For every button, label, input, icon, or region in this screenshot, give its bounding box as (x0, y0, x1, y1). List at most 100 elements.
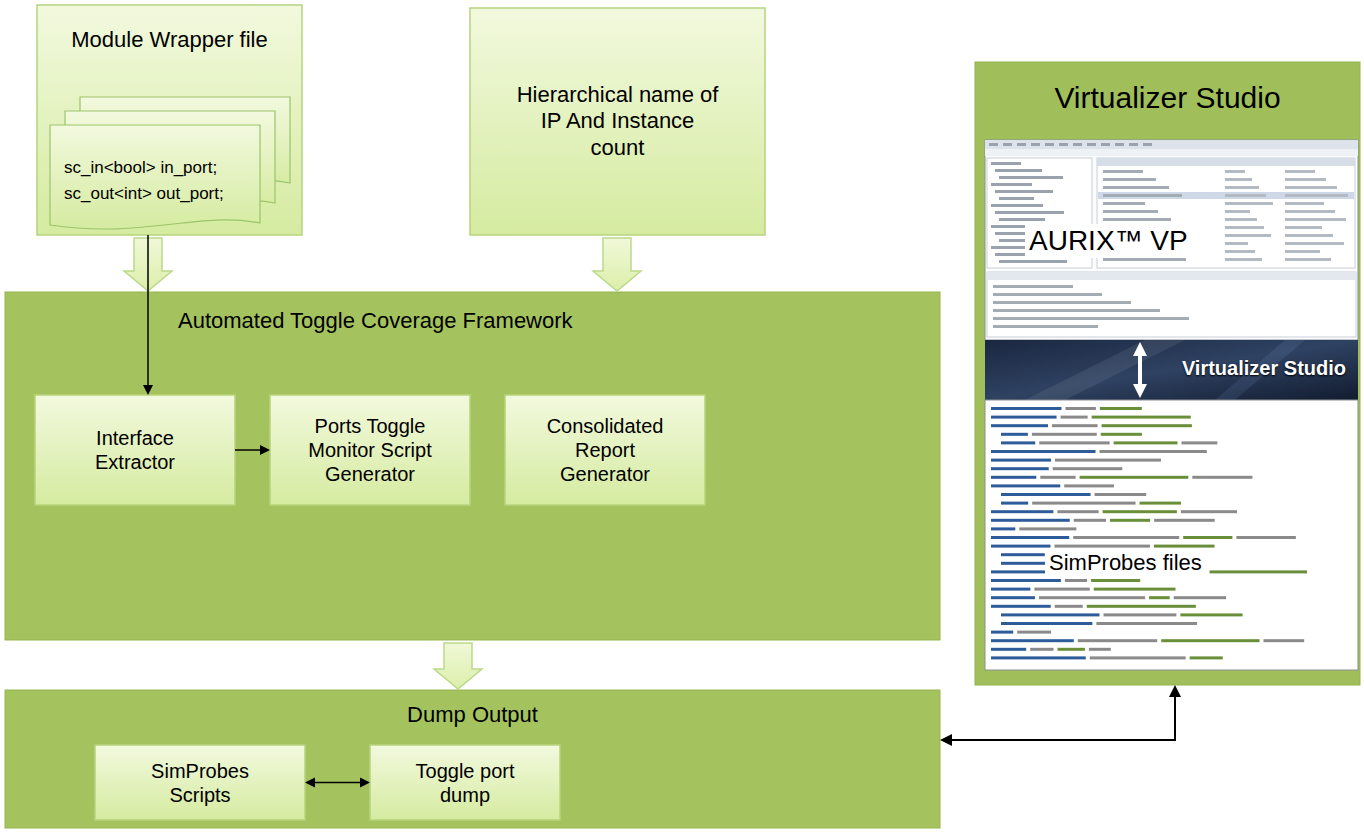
screen-detail (1045, 143, 1054, 146)
screen-detail (991, 579, 1061, 582)
screen-detail (991, 162, 1021, 165)
screen-detail (1001, 493, 1091, 496)
code-screenshot: SimProbes files (985, 400, 1358, 670)
screen-detail (1001, 622, 1092, 625)
screen-detail (1095, 493, 1147, 496)
screen-detail (1034, 588, 1089, 591)
screen-detail (1053, 467, 1123, 470)
screen-detail (1103, 186, 1169, 189)
screen-detail (1180, 613, 1242, 616)
screen-detail (1103, 210, 1158, 213)
screen-detail (991, 467, 1049, 470)
screen-detail (1091, 579, 1140, 582)
process-box: Toggle port dump (370, 745, 560, 820)
screen-detail (1101, 143, 1110, 146)
panel-fill (975, 62, 1360, 685)
screen-detail (1225, 186, 1259, 189)
arrow-head (940, 734, 952, 746)
screen-detail (1073, 143, 1082, 146)
screenshot-frame (985, 140, 1358, 340)
screen-detail (985, 140, 1358, 149)
band-fill (5, 690, 940, 828)
screen-detail (1285, 218, 1346, 221)
screen-detail (987, 272, 1356, 337)
screen-detail (1096, 622, 1197, 625)
screen-detail (1058, 648, 1085, 651)
screen-detail (1182, 441, 1218, 444)
screen-detail (1285, 234, 1333, 237)
node-fill (35, 395, 235, 505)
screen-detail (1115, 143, 1124, 146)
box-label: Toggle port dump (398, 759, 533, 807)
screen-detail (1040, 476, 1075, 479)
screen-detail (991, 605, 1051, 608)
tool-panel: Virtualizer StudioAURIX™ VPVirtualizer S… (975, 62, 1360, 685)
screen-detail (1098, 192, 1354, 199)
screen-detail (1225, 242, 1248, 245)
screen-detail (991, 631, 1013, 634)
screen-detail (991, 450, 1096, 453)
screen-detail (991, 476, 1036, 479)
screen-detail (1225, 210, 1250, 213)
node-fill (95, 745, 305, 820)
box-fill (470, 8, 765, 235)
screen-detail (1114, 441, 1178, 444)
screen-detail (1032, 502, 1135, 505)
process-box: SimProbes Scripts (95, 745, 305, 820)
screen-detail (1225, 234, 1271, 237)
box-label: Interface Extractor (60, 426, 210, 474)
screen-detail (1103, 178, 1156, 181)
code-text: sc_in<bool> in_port; sc_out<int> out_por… (64, 155, 244, 206)
screen-detail (991, 545, 1050, 548)
output-band: Dump OutputSimProbes ScriptsToggle port … (5, 690, 940, 828)
screen-detail (1103, 194, 1182, 197)
screen-detail (1285, 258, 1331, 261)
connector-line (1138, 353, 1142, 387)
screen-detail (1103, 510, 1177, 513)
node-fill (50, 97, 290, 229)
screen-detail (991, 596, 1035, 599)
screen-label: SimProbes files (1045, 550, 1206, 576)
screen-detail (991, 648, 1026, 651)
screen-detail (991, 407, 1061, 410)
box-title: Module Wrapper file (37, 27, 302, 53)
screen-detail (1061, 416, 1088, 419)
screen-detail (1078, 639, 1157, 642)
block-arrow (593, 238, 641, 291)
box-fill (370, 745, 560, 820)
arrow-head (1133, 384, 1147, 398)
box-fill (35, 395, 235, 505)
screen-detail (995, 211, 1064, 214)
screen-detail (1285, 178, 1326, 181)
connector (940, 685, 1181, 746)
screen-detail (1104, 613, 1177, 616)
screen-detail (1149, 596, 1170, 599)
screen-detail (991, 527, 1015, 530)
connector-line (235, 449, 262, 451)
screen-detail (1183, 536, 1232, 539)
screen-detail (1019, 527, 1076, 530)
logo-text: Virtualizer Studio (985, 356, 1358, 380)
screen-detail (1174, 596, 1226, 599)
screen-detail (1059, 143, 1068, 146)
screen-detail (1236, 536, 1295, 539)
screen-detail (1210, 570, 1307, 573)
screen-detail (1225, 218, 1257, 221)
screen-detail (1003, 143, 1012, 146)
document-sheet (50, 125, 260, 229)
node-fill (985, 340, 1358, 400)
screen-detail (1074, 519, 1106, 522)
screen-detail (1285, 210, 1335, 213)
connector-line (950, 695, 1175, 740)
screen-detail (991, 510, 1053, 513)
screen-detail (1102, 424, 1192, 427)
screen-detail (999, 260, 1067, 263)
screen-detail (1030, 648, 1053, 651)
box-label: Consolidated Report Generator (530, 414, 680, 486)
screen-detail (1285, 202, 1324, 205)
band-fill (5, 292, 940, 640)
screen-detail (1161, 639, 1259, 642)
screen-detail (1285, 186, 1337, 189)
screen-detail (1103, 170, 1143, 173)
connector (1133, 342, 1147, 398)
